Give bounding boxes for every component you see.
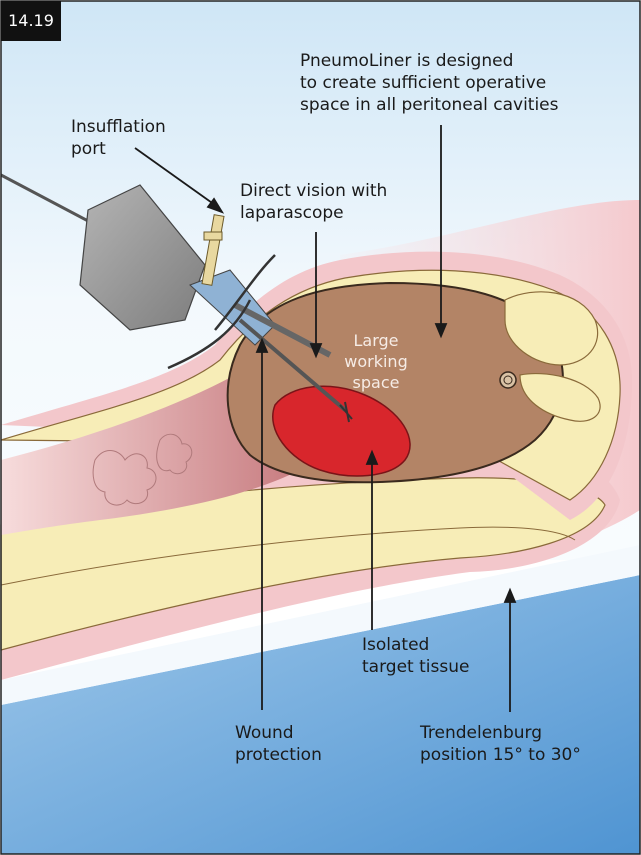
label-line: working — [340, 351, 412, 372]
label-line: target tissue — [362, 656, 469, 678]
label-line: space in all peritoneal cavities — [300, 94, 559, 116]
figure-number: 14.19 — [1, 1, 61, 41]
vessel — [500, 372, 516, 388]
label-line: Insufflation — [71, 116, 166, 138]
label-line: PneumoLiner is designed — [300, 50, 559, 72]
label-line: space — [340, 372, 412, 393]
label-wound-protection: Wound protection — [235, 722, 322, 766]
label-trendelenburg: Trendelenburg position 15° to 30° — [420, 722, 581, 766]
label-line: Trendelenburg — [420, 722, 581, 744]
label-line: port — [71, 138, 166, 160]
label-line: position 15° to 30° — [420, 744, 581, 766]
label-pneumoliner: PneumoLiner is designed to create suffic… — [300, 50, 559, 116]
label-large-working-space: Large working space — [340, 330, 412, 393]
port-valve — [204, 232, 222, 240]
label-line: Large — [340, 330, 412, 351]
label-line: Isolated — [362, 634, 469, 656]
label-line: Direct vision with — [240, 180, 387, 202]
label-isolated-target-tissue: Isolated target tissue — [362, 634, 469, 678]
label-line: Wound — [235, 722, 322, 744]
label-line: protection — [235, 744, 322, 766]
label-line: to create sufficient operative — [300, 72, 559, 94]
label-insufflation-port: Insufflation port — [71, 116, 166, 160]
label-direct-vision: Direct vision with laparascope — [240, 180, 387, 224]
label-line: laparascope — [240, 202, 387, 224]
